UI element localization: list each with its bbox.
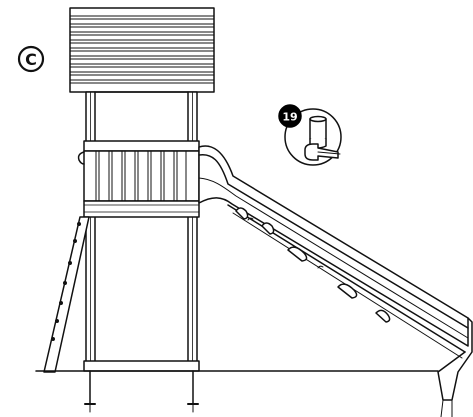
step-label: C [25,50,37,69]
ladder [43,216,90,373]
railing-wall [77,140,200,372]
part-number: 19 [282,111,297,124]
step-c-badge: C [17,45,45,73]
tower-frame [85,91,198,371]
part-19-callout: 19 [278,104,342,166]
part-19-badge: 19 [278,104,302,128]
wrench-icon [304,143,341,161]
slide [198,145,473,417]
tower-roof [69,7,215,93]
ground [35,370,439,413]
